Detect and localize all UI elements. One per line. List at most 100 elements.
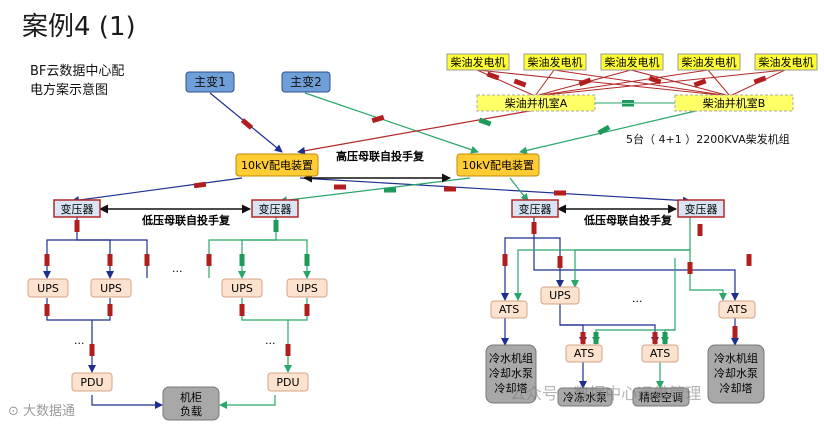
chiller-group-right: 冷水机组 冷却水泵 冷却塔 xyxy=(707,344,765,404)
main-transformer-2: 主变2 xyxy=(281,71,331,93)
diesel-parallel-room-b: 柴油并机室B xyxy=(674,94,794,112)
generator-cross-wiring xyxy=(476,69,786,97)
ups-4: UPS xyxy=(286,278,328,298)
switchgear-10kv-a: 10kV配电装置 xyxy=(235,153,319,177)
breaker-mark xyxy=(107,254,113,266)
diesel-generator-3: 柴油发电机 xyxy=(600,53,664,71)
right-tree-blue xyxy=(501,217,739,389)
switchgear-10kv-b-label: 10kV配电装置 xyxy=(462,159,534,172)
pdu-1: PDU xyxy=(71,372,113,392)
precision-ac: 精密空调 xyxy=(632,387,690,407)
watermark-logo-icon: ⊙ xyxy=(8,404,19,419)
parallel-room-link xyxy=(595,100,675,107)
breaker-mark xyxy=(531,222,537,234)
watermark-right: 公众号 · 数据中心运维管理 xyxy=(510,384,702,403)
transformer-4: 变压器 xyxy=(677,199,725,218)
breaker-mark xyxy=(74,220,80,232)
breaker-mark xyxy=(578,77,592,87)
diagram-subtitle: BF云数据中心配 电方案示意图 xyxy=(30,62,124,100)
breaker-mark xyxy=(44,254,50,266)
diesel-parallel-room-a: 柴油并机室A xyxy=(476,94,596,112)
pdu-2: PDU xyxy=(267,372,309,392)
breaker-mark xyxy=(697,224,703,236)
breaker-mark xyxy=(513,78,527,88)
breaker-mark xyxy=(502,254,508,266)
breaker-mark xyxy=(384,187,396,193)
breaker-mark xyxy=(107,304,113,316)
ups-5-label: UPS xyxy=(549,289,571,302)
lv-bus-tie-label-left: 低压母联自投手复 xyxy=(141,213,231,227)
subtitle-line-1: BF云数据中心配 xyxy=(30,64,125,79)
breaker-mark xyxy=(273,220,279,232)
watermark-left: ⊙ 大数据通 xyxy=(8,400,75,419)
breaker-mark xyxy=(557,256,563,268)
breaker-mark xyxy=(732,326,738,338)
ellipsis-1: ... xyxy=(172,262,183,275)
transformer-3-label: 变压器 xyxy=(519,202,552,216)
precision-ac-label: 精密空调 xyxy=(639,390,683,404)
ats-3-label: ATS xyxy=(650,347,670,360)
ellipsis-4: ... xyxy=(632,292,643,305)
breaker-mark xyxy=(285,344,291,356)
pdu-2-label: PDU xyxy=(276,376,299,389)
ups-2: UPS xyxy=(90,278,132,298)
transformer-1-label: 变压器 xyxy=(61,202,94,216)
breaker-mark xyxy=(554,190,566,196)
diesel-generator-5-label: 柴油发电机 xyxy=(759,55,814,69)
diesel-generator-3-label: 柴油发电机 xyxy=(605,55,660,69)
feed-genB-to-swB xyxy=(519,109,701,155)
breakers xyxy=(44,71,767,356)
hv-bus-tie-label: 高压母联自投手复 xyxy=(336,149,425,163)
breaker-mark xyxy=(240,118,254,130)
breaker-mark xyxy=(206,254,212,266)
chiller-right-line-1: 冷水机组 xyxy=(714,351,758,365)
diesel-generator-1: 柴油发电机 xyxy=(446,53,510,71)
breaker-mark xyxy=(444,186,456,192)
pdu-1-label: PDU xyxy=(80,376,103,389)
cabinet-load-line-2: 负载 xyxy=(180,404,202,418)
diesel-note: 5台（ 4+1 ）2200KVA柴发机组 xyxy=(626,132,790,146)
ats-1: ATS xyxy=(490,300,528,319)
ats-2-label: ATS xyxy=(574,347,594,360)
breaker-mark xyxy=(144,254,150,266)
transformer-4-label: 变压器 xyxy=(685,202,718,216)
diesel-parallel-room-a-label: 柴油并机室A xyxy=(505,96,568,110)
feed-genA-to-swA xyxy=(297,109,536,155)
ups-2-label: UPS xyxy=(100,282,122,295)
ups-4-label: UPS xyxy=(296,282,318,295)
diesel-generator-4-label: 柴油发电机 xyxy=(682,55,737,69)
diesel-generators: 柴油发电机 柴油发电机 柴油发电机 柴油发电机 柴油发电机 xyxy=(446,53,818,71)
chiller-right-line-3: 冷却塔 xyxy=(720,382,753,395)
breaker-mark xyxy=(44,304,50,316)
breaker-mark xyxy=(746,254,752,266)
page-title: 案例4 (1) xyxy=(22,12,136,42)
swB-to-tx2 xyxy=(279,177,471,205)
main-transformer-2-label: 主变2 xyxy=(290,74,322,89)
ats-4: ATS xyxy=(718,300,756,319)
diesel-parallel-room-b-label: 柴油并机室B xyxy=(703,96,766,110)
ats-2: ATS xyxy=(565,344,603,363)
breaker-mark xyxy=(693,78,707,88)
diesel-generator-4: 柴油发电机 xyxy=(677,53,741,71)
ups-1-label: UPS xyxy=(37,282,59,295)
chilled-water-pump-label: 冷冻水泵 xyxy=(563,390,607,404)
main-transformer-1-label: 主变1 xyxy=(194,74,226,89)
switchgear-10kv-a-label: 10kV配电装置 xyxy=(241,159,313,172)
ups-3: UPS xyxy=(221,278,263,298)
subtitle-line-2: 电方案示意图 xyxy=(30,83,109,98)
diesel-generator-2-label: 柴油发电机 xyxy=(528,55,583,69)
feed-main2-to-swB xyxy=(304,92,479,154)
ellipsis-3: ... xyxy=(265,334,276,347)
ups-1: UPS xyxy=(27,278,69,298)
lv-bus-tie-label-right: 低压母联自投手复 xyxy=(583,213,673,227)
chiller-left-line-3: 冷却塔 xyxy=(495,382,528,395)
breaker-mark xyxy=(239,254,245,266)
diesel-generator-1-label: 柴油发电机 xyxy=(451,55,506,69)
breaker-mark xyxy=(304,304,310,316)
breaker-mark xyxy=(580,332,586,344)
swA-to-tx4 xyxy=(299,177,691,205)
chiller-right-line-2: 冷却水泵 xyxy=(714,367,758,380)
breaker-mark xyxy=(597,124,611,136)
chiller-left-line-1: 冷水机组 xyxy=(489,351,533,365)
